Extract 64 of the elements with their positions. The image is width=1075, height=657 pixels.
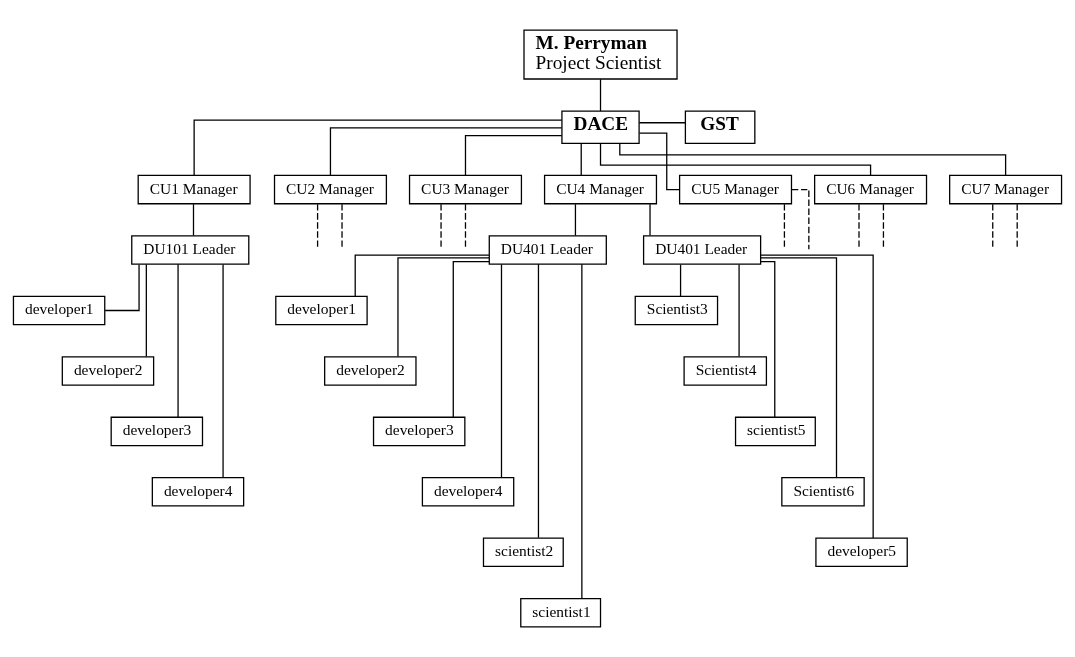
node-box: Scientist6 [781,477,865,507]
connector [638,122,686,124]
node-box: CU3 Manager [408,174,523,205]
connector [341,203,343,250]
node-box: scientist5 [734,416,816,447]
node-box: developer2 [61,356,155,386]
connector [316,203,319,250]
connector [649,203,651,237]
node-box: DU401 Leader [642,235,762,265]
node-box: Scientist3 [634,295,719,326]
node-box: M. Perryman Project Scientist [523,29,678,80]
connector [599,142,872,176]
node-box: DACE [561,110,640,144]
node-box: CU1 Manager [137,174,251,205]
connector [397,257,490,358]
node-box: DU101 Leader [131,235,250,265]
connector [574,203,577,237]
node-box: CU7 Manager [949,174,1063,205]
connector [193,119,563,176]
node-box: DU401 Leader [488,235,607,265]
node-box: developer3 [372,416,466,447]
connector [354,254,490,297]
connector [500,263,503,478]
node-box: CU4 Manager [543,174,658,205]
connector [192,203,195,237]
connector [104,264,140,312]
connector [464,203,467,250]
connector [537,263,540,539]
connector [440,203,442,250]
node-box: scientist2 [482,537,564,568]
node-box: developer5 [815,537,908,568]
node-box: Scientist4 [683,356,768,386]
connector [581,263,583,599]
node-box: developer3 [110,416,204,447]
node-box: developer4 [151,477,245,507]
connector [738,263,740,358]
connector [580,142,582,176]
connector [882,203,885,250]
node-box: CU6 Manager [814,174,928,205]
connector [222,263,224,478]
connector [783,203,786,250]
node-box: developer2 [324,356,417,386]
connector [1016,203,1018,250]
connector [791,188,810,250]
connector [679,264,682,297]
connector [760,261,776,418]
node-box: CU2 Manager [273,174,388,205]
node-box: developer1 [12,295,106,326]
connector [329,127,563,176]
node-box: CU5 Manager [678,174,793,205]
connector [760,254,874,539]
connector [145,263,147,358]
connector [760,257,838,479]
connector [599,78,602,112]
node-box: scientist1 [520,597,602,628]
node-box: developer1 [275,295,368,326]
node-box: GST [684,110,756,144]
connector [452,261,490,418]
connector [992,203,994,250]
connector [858,203,860,250]
connector [619,142,1007,176]
connector [177,263,179,418]
node-box: developer4 [421,477,515,507]
connector [464,134,563,177]
